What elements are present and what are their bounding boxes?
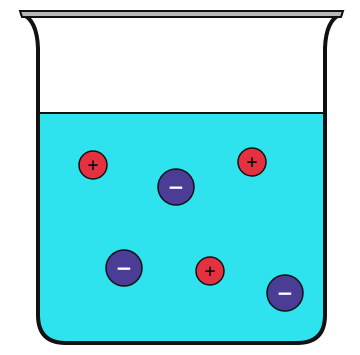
anion-ion: −	[106, 250, 142, 286]
ion-charge-label: +	[204, 262, 217, 280]
cation-ion: +	[79, 151, 107, 179]
ion-charge-label: +	[87, 156, 100, 174]
anion-ion: −	[267, 275, 303, 311]
anion-ion: −	[158, 169, 194, 205]
ion-charge-label: −	[277, 281, 294, 305]
ion-charge-label: −	[168, 175, 185, 199]
beaker-rim	[20, 11, 343, 17]
ion-charge-label: +	[246, 153, 259, 171]
ion-charge-label: −	[116, 256, 133, 280]
cation-ion: +	[238, 148, 266, 176]
cation-ion: +	[196, 257, 224, 285]
